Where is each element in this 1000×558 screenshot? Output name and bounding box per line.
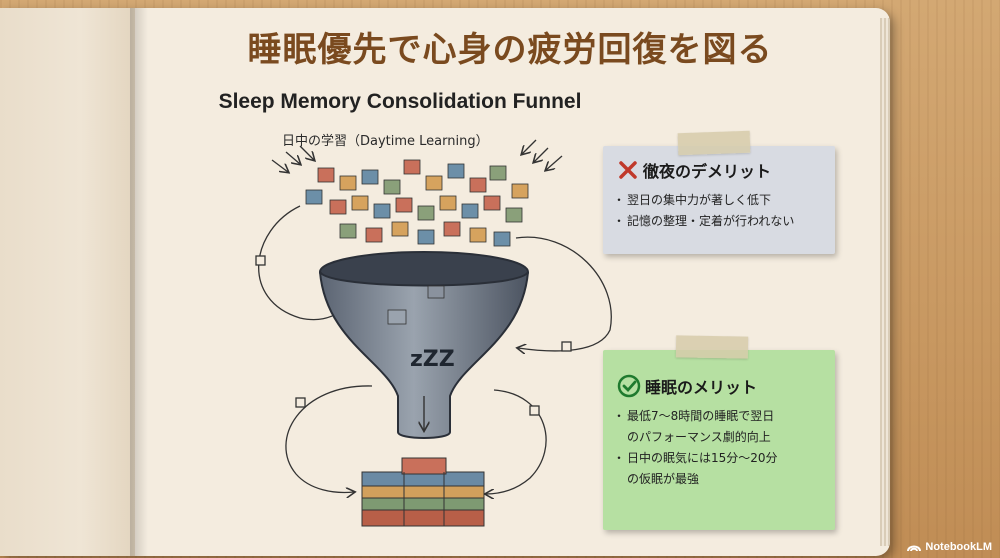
demerit-note-header: 徹夜のデメリット	[617, 158, 771, 182]
list-item: 最低7〜8時間の睡眠で翌日 のパフォーマンス劇的向上	[613, 406, 778, 448]
merit-note: 睡眠のメリット 最低7〜8時間の睡眠で翌日 のパフォーマンス劇的向上 日中の眠気…	[603, 350, 835, 530]
list-item: 翌日の集中力が著しく低下	[613, 190, 794, 211]
notebook-page-edge	[880, 18, 890, 546]
notebooklm-logo-icon	[907, 545, 922, 552]
brand-watermark: NotebookLM	[907, 541, 992, 553]
notebook-gutter	[130, 8, 148, 556]
notebook-left-page	[0, 8, 135, 556]
demerit-note-title: 徹夜のデメリット	[643, 162, 772, 181]
tape-strip	[677, 130, 751, 156]
demerit-note: 徹夜のデメリット 翌日の集中力が著しく低下 記憶の整理・定着が行われない	[603, 146, 835, 254]
demerit-list: 翌日の集中力が著しく低下 記憶の整理・定着が行われない	[613, 190, 794, 232]
list-item-line: の仮眠が最強	[627, 472, 700, 486]
merit-note-title: 睡眠のメリット	[645, 378, 758, 397]
diagram-subtitle: Sleep Memory Consolidation Funnel	[218, 90, 582, 113]
merit-list: 最低7〜8時間の睡眠で翌日 のパフォーマンス劇的向上 日中の眠気には15分〜20…	[613, 406, 778, 490]
brand-label: NotebookLM	[925, 541, 992, 553]
side-arrows	[255, 205, 612, 494]
tape-strip	[675, 335, 749, 359]
funnel	[319, 251, 529, 439]
page-title: 睡眠優先で心身の疲労回復を図る	[247, 30, 773, 70]
merit-note-header: 睡眠のメリット	[617, 374, 757, 398]
list-item-line: 日中の眠気には15分〜20分	[627, 451, 778, 465]
consolidated-memory-stack	[361, 457, 485, 527]
list-item: 記憶の整理・定着が行われない	[613, 211, 794, 232]
list-item-line: のパフォーマンス劇的向上	[627, 430, 771, 444]
list-item-line: 最低7〜8時間の睡眠で翌日	[627, 409, 775, 423]
list-item: 日中の眠気には15分〜20分 の仮眠が最強	[613, 448, 778, 490]
input-label: 日中の学習（Daytime Learning）	[282, 134, 489, 149]
cross-icon	[619, 161, 637, 179]
incoming-arrows	[271, 139, 563, 172]
puzzle-pieces	[305, 159, 529, 281]
sleep-z-icon: zZZ	[410, 347, 455, 372]
check-circle-icon	[617, 374, 641, 398]
